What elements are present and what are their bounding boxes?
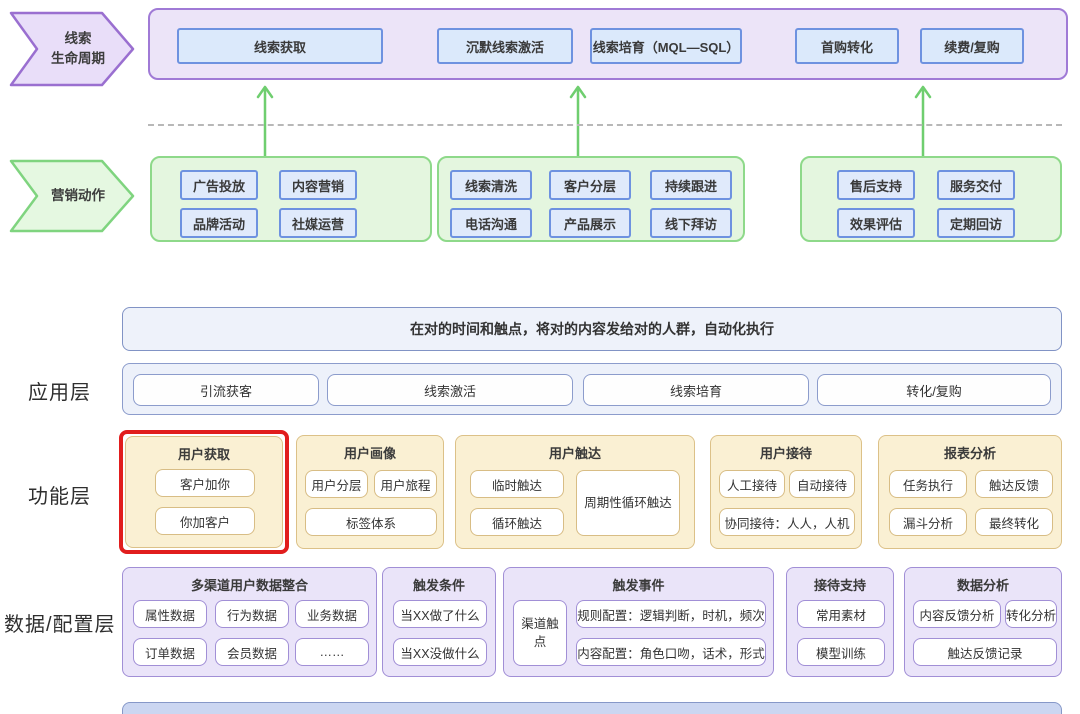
function-box-user-segmentation: 用户分层: [305, 470, 368, 498]
up-arrow-icon: [256, 85, 274, 158]
function-box-customer-adds-you: 客户加你: [155, 469, 255, 497]
function-box-loop-reach: 循环触达: [470, 508, 564, 536]
data-card-trigger-conditions: 触发条件 当XX做了什么 当XX没做什么: [382, 567, 496, 677]
app-box-lead-activation: 线索激活: [327, 374, 573, 406]
marketing-chevron-label: 营销动作: [51, 187, 105, 203]
card-title: 用户触达: [548, 446, 601, 461]
action-box-offline-visit: 线下拜访: [650, 208, 732, 238]
function-box-manual-reception: 人工接待: [719, 470, 785, 498]
layer-label-application: 应用层: [28, 382, 91, 404]
function-box-final-conversion: 最终转化: [975, 508, 1053, 536]
lifecycle-chevron-line1: 线索: [64, 30, 92, 46]
lifecycle-chevron-line2: 生命周期: [51, 51, 105, 66]
up-arrow-icon: [569, 85, 587, 158]
function-card-report-analysis: 报表分析 任务执行 触达反馈 漏斗分析 最终转化: [878, 435, 1062, 549]
function-card-user-reception: 用户接待 人工接待 自动接待 协同接待：人人，人机: [710, 435, 862, 549]
function-box-collaborative-reception: 协同接待：人人，人机: [719, 508, 855, 536]
action-box-periodic-review: 定期回访: [937, 208, 1015, 238]
stage-box-lead-nurturing: 线索培育（MQL—SQL）: [590, 28, 742, 64]
data-box-ellipsis: ……: [295, 638, 369, 666]
data-card-trigger-events: 触发事件 渠道触点 规则配置：逻辑判断，时机，频次 内容配置：角色口吻，话术，形…: [503, 567, 774, 677]
card-title: 用户获取: [177, 447, 230, 462]
data-box-reach-feedback-record: 触达反馈记录: [913, 638, 1057, 666]
lifecycle-chevron: 线索 生命周期: [8, 10, 136, 88]
marketing-group-acquisition: 广告投放 内容营销 品牌活动 社媒运营: [150, 156, 432, 242]
card-title: 触发条件: [412, 578, 465, 593]
application-layer-container: 引流获客 线索激活 线索培育 转化/复购: [122, 363, 1062, 415]
function-box-you-add-customer: 你加客户: [155, 507, 255, 535]
data-box-behavior-data: 行为数据: [215, 600, 289, 628]
function-box-task-execution: 任务执行: [889, 470, 967, 498]
action-box-service-delivery: 服务交付: [937, 170, 1015, 200]
action-box-continuous-followup: 持续跟进: [650, 170, 732, 200]
action-box-product-demo: 产品展示: [549, 208, 631, 238]
data-box-when-xx-did: 当XX做了什么: [393, 600, 487, 628]
card-title: 多渠道用户数据整合: [190, 578, 308, 593]
data-box-content-config: 内容配置：角色口吻，话术，形式: [576, 638, 766, 666]
data-box-business-data: 业务数据: [295, 600, 369, 628]
card-title: 接待支持: [813, 578, 866, 593]
action-box-after-sales-support: 售后支持: [837, 170, 915, 200]
function-card-user-acquisition: 用户获取 客户加你 你加客户: [125, 436, 283, 548]
app-box-conversion-repurchase: 转化/复购: [817, 374, 1051, 406]
stage-box-first-purchase: 首购转化: [795, 28, 899, 64]
action-box-customer-segmentation: 客户分层: [549, 170, 631, 200]
function-box-auto-reception: 自动接待: [789, 470, 855, 498]
function-box-funnel-analysis: 漏斗分析: [889, 508, 967, 536]
function-box-periodic-loop-reach: 周期性循环触达: [576, 470, 680, 536]
data-card-data-analysis: 数据分析 内容反馈分析 转化分析 触达反馈记录: [904, 567, 1062, 677]
data-box-when-xx-did-not: 当XX没做什么: [393, 638, 487, 666]
data-box-rule-config: 规则配置：逻辑判断，时机，频次: [576, 600, 766, 628]
data-box-content-feedback-analysis: 内容反馈分析: [913, 600, 1001, 628]
action-box-effect-evaluation: 效果评估: [837, 208, 915, 238]
data-box-model-training: 模型训练: [797, 638, 885, 666]
bottom-partial-bar: [122, 702, 1062, 714]
card-title: 触发事件: [612, 578, 665, 593]
value-banner: 在对的时间和触点，将对的内容发给对的人群，自动化执行: [122, 307, 1062, 351]
function-box-tag-system: 标签体系: [305, 508, 437, 536]
data-box-order-data: 订单数据: [133, 638, 207, 666]
layer-label-data-config: 数据/配置层: [4, 614, 116, 636]
dashed-divider: [148, 124, 1062, 126]
data-box-conversion-analysis: 转化分析: [1005, 600, 1057, 628]
layer-label-function: 功能层: [28, 486, 91, 508]
card-title: 用户接待: [759, 446, 812, 461]
action-box-lead-cleaning: 线索清洗: [450, 170, 532, 200]
data-box-common-materials: 常用素材: [797, 600, 885, 628]
action-box-brand-events: 品牌活动: [180, 208, 258, 238]
function-box-reach-feedback: 触达反馈: [975, 470, 1053, 498]
data-box-channel-touchpoint: 渠道触点: [513, 600, 567, 666]
app-box-lead-nurturing: 线索培育: [583, 374, 809, 406]
stage-box-renewal-repurchase: 续费/复购: [920, 28, 1024, 64]
data-card-reception-support: 接待支持 常用素材 模型训练: [786, 567, 894, 677]
highlight-border: 用户获取 客户加你 你加客户: [119, 430, 289, 554]
chevron-shape-icon: [9, 159, 135, 233]
function-box-temporary-reach: 临时触达: [470, 470, 564, 498]
marketing-chevron: 营销动作: [8, 158, 136, 234]
card-title: 用户画像: [343, 446, 396, 461]
action-box-content-marketing: 内容营销: [279, 170, 357, 200]
card-title: 数据分析: [956, 578, 1009, 593]
up-arrow-icon: [914, 85, 932, 158]
action-box-ad-placement: 广告投放: [180, 170, 258, 200]
data-box-member-data: 会员数据: [215, 638, 289, 666]
marketing-group-nurturing: 线索清洗 客户分层 持续跟进 电话沟通 产品展示 线下拜访: [437, 156, 745, 242]
lifecycle-container: 线索获取 沉默线索激活 线索培育（MQL—SQL） 首购转化 续费/复购: [148, 8, 1068, 80]
app-box-traffic-acquisition: 引流获客: [133, 374, 319, 406]
marketing-group-retention: 售后支持 服务交付 效果评估 定期回访: [800, 156, 1062, 242]
stage-box-silent-lead-activation: 沉默线索激活: [437, 28, 573, 64]
action-box-social-media: 社媒运营: [279, 208, 357, 238]
stage-box-lead-acquisition: 线索获取: [177, 28, 383, 64]
data-box-attribute-data: 属性数据: [133, 600, 207, 628]
function-box-user-journey: 用户旅程: [374, 470, 437, 498]
lifecycle-chevron-label: 线索 生命周期: [32, 10, 124, 88]
action-box-phone-communication: 电话沟通: [450, 208, 532, 238]
card-title: 报表分析: [943, 446, 996, 461]
function-card-user-profile: 用户画像 用户分层 用户旅程 标签体系: [296, 435, 444, 549]
function-card-user-reach: 用户触达 临时触达 循环触达 周期性循环触达: [455, 435, 695, 549]
data-card-multichannel-data: 多渠道用户数据整合 属性数据 行为数据 业务数据 订单数据 会员数据 ……: [122, 567, 377, 677]
chevron-shape-icon: [9, 11, 135, 87]
